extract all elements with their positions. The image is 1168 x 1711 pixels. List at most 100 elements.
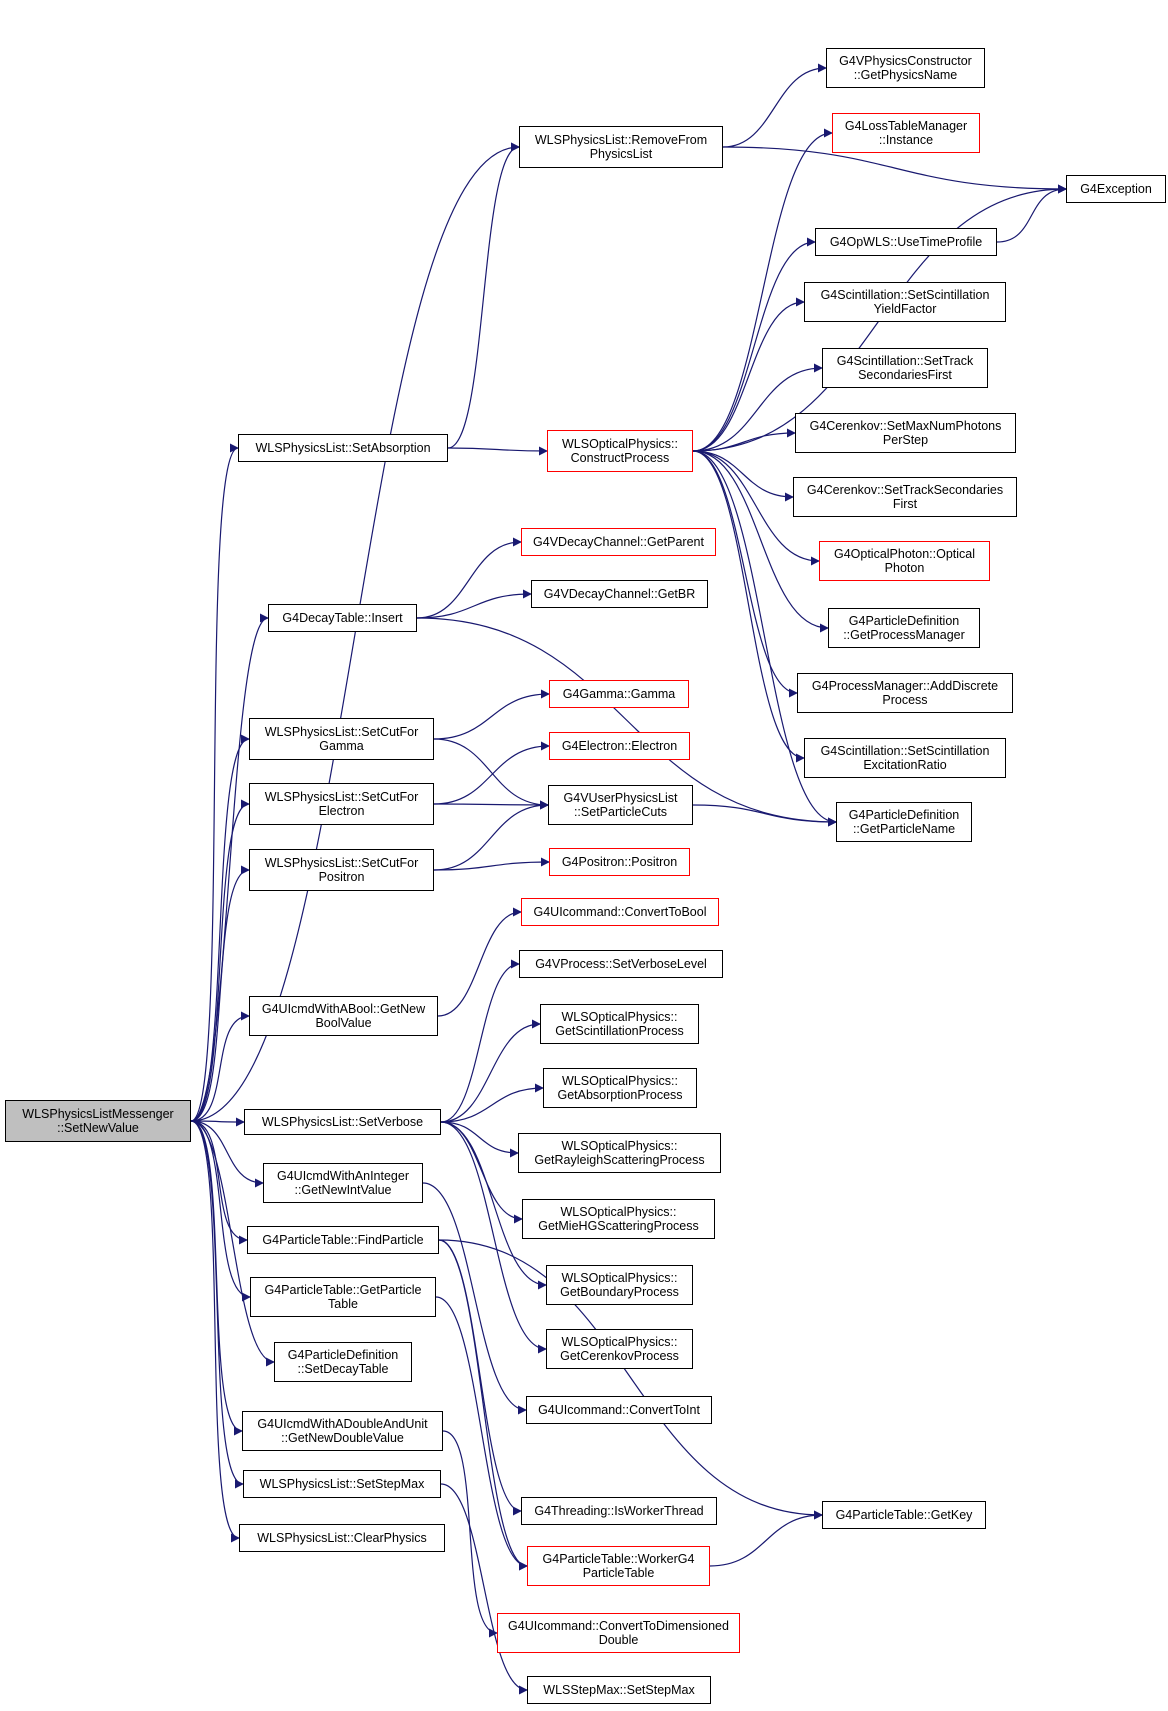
edge-root-to-get-new-int (190, 1120, 264, 1188)
node-get-boundary[interactable]: WLSOpticalPhysics:: GetBoundaryProcess (546, 1265, 693, 1305)
node-decay-insert[interactable]: G4DecayTable::Insert (268, 604, 417, 632)
node-g4-exception[interactable]: G4Exception (1066, 175, 1166, 203)
edge-root-to-decay-insert (190, 613, 269, 1122)
edge-decay-insert-to-get-br (416, 589, 532, 619)
node-scint-track-sec[interactable]: G4Scintillation::SetTrack SecondariesFir… (822, 348, 988, 388)
node-cerenkov-max[interactable]: G4Cerenkov::SetMaxNumPhotons PerStep (795, 413, 1016, 453)
edge-set-absorption-to-remove-from (447, 142, 520, 449)
node-root[interactable]: WLSPhysicsListMessenger ::SetNewValue (5, 1100, 191, 1142)
edge-construct-process-to-scint-yield (692, 297, 805, 452)
edge-cut-gamma-to-set-particle-cuts (433, 738, 549, 810)
edge-root-to-set-step-max (190, 1120, 244, 1489)
edge-get-new-double-to-convert-to-dim (442, 1430, 498, 1638)
node-get-particle-name[interactable]: G4ParticleDefinition ::GetParticleName (836, 802, 972, 842)
edge-root-to-get-new-bool (190, 1011, 250, 1122)
edge-root-to-get-particle-table (190, 1120, 251, 1302)
edge-construct-process-to-use-time-profile (692, 237, 816, 452)
edge-remove-from-to-get-physics-name (722, 63, 827, 148)
node-add-discrete[interactable]: G4ProcessManager::AddDiscrete Process (797, 673, 1013, 713)
node-loss-table-mgr[interactable]: G4LossTableManager ::Instance (832, 113, 980, 153)
edge-construct-process-to-scint-track-sec (692, 363, 823, 452)
node-use-time-profile[interactable]: G4OpWLS::UseTimeProfile (815, 228, 997, 256)
edge-set-verbose-to-get-scint-proc (440, 1019, 541, 1123)
edge-root-to-set-absorption (190, 443, 239, 1122)
edge-construct-process-to-get-process-mgr (692, 450, 829, 633)
edge-root-to-cut-electron (190, 799, 250, 1122)
node-construct-process[interactable]: WLSOpticalPhysics:: ConstructProcess (547, 430, 693, 472)
node-set-decay-table[interactable]: G4ParticleDefinition ::SetDecayTable (274, 1342, 412, 1382)
node-cut-gamma[interactable]: WLSPhysicsList::SetCutFor Gamma (249, 718, 434, 760)
edge-root-to-set-verbose (190, 1117, 245, 1127)
edge-cut-gamma-to-gamma-gamma (433, 689, 550, 740)
edge-cut-electron-to-set-particle-cuts (433, 800, 549, 810)
edge-root-to-cut-gamma (190, 734, 250, 1122)
node-get-key[interactable]: G4ParticleTable::GetKey (822, 1501, 986, 1529)
edge-root-to-set-decay-table (190, 1120, 275, 1367)
node-get-rayleigh[interactable]: WLSOpticalPhysics:: GetRayleighScatterin… (518, 1133, 721, 1173)
edge-cut-positron-to-positron-positron (433, 857, 550, 871)
node-set-verbose[interactable]: WLSPhysicsList::SetVerbose (244, 1109, 441, 1135)
node-cut-electron[interactable]: WLSPhysicsList::SetCutFor Electron (249, 783, 434, 825)
node-scint-yield[interactable]: G4Scintillation::SetScintillation YieldF… (804, 282, 1006, 322)
call-edges (190, 63, 1067, 1695)
node-get-scint-proc[interactable]: WLSOpticalPhysics:: GetScintillationProc… (540, 1004, 699, 1044)
edge-construct-process-to-loss-table-mgr (692, 128, 833, 452)
edge-root-to-remove-from (190, 142, 520, 1122)
edge-worker-g4-to-get-key (709, 1510, 823, 1567)
node-convert-to-bool[interactable]: G4UIcommand::ConvertToBool (521, 898, 719, 926)
edge-set-verbose-to-get-rayleigh (440, 1121, 519, 1158)
node-get-particle-table[interactable]: G4ParticleTable::GetParticle Table (250, 1277, 436, 1317)
node-get-br[interactable]: G4VDecayChannel::GetBR (531, 580, 708, 608)
edge-get-new-bool-to-convert-to-bool (437, 907, 522, 1017)
edge-construct-process-to-get-particle-name (692, 450, 837, 827)
node-get-process-mgr[interactable]: G4ParticleDefinition ::GetProcessManager (828, 608, 980, 648)
node-get-parent[interactable]: G4VDecayChannel::GetParent (521, 528, 716, 556)
edge-set-particle-cuts-to-get-particle-name (692, 804, 837, 827)
edge-root-to-clear-physics (190, 1120, 240, 1543)
node-get-mie[interactable]: WLSOpticalPhysics:: GetMieHGScatteringPr… (522, 1199, 715, 1239)
edge-set-verbose-to-set-verbose-level (440, 959, 520, 1123)
node-electron-electron[interactable]: G4Electron::Electron (549, 732, 690, 760)
node-positron-positron[interactable]: G4Positron::Positron (549, 848, 690, 876)
node-set-absorption[interactable]: WLSPhysicsList::SetAbsorption (238, 434, 448, 462)
node-get-absorp-proc[interactable]: WLSOpticalPhysics:: GetAbsorptionProcess (543, 1068, 697, 1108)
edge-decay-insert-to-get-parent (416, 537, 522, 619)
edge-root-to-cut-positron (190, 865, 250, 1122)
node-scint-excitation[interactable]: G4Scintillation::SetScintillation Excita… (804, 738, 1006, 778)
node-get-new-double[interactable]: G4UIcmdWithADoubleAndUnit ::GetNewDouble… (242, 1411, 443, 1451)
node-cut-positron[interactable]: WLSPhysicsList::SetCutFor Positron (249, 849, 434, 891)
node-step-max-set[interactable]: WLSStepMax::SetStepMax (527, 1676, 711, 1704)
node-get-new-int[interactable]: G4UIcmdWithAnInteger ::GetNewIntValue (263, 1163, 423, 1203)
node-convert-to-int[interactable]: G4UIcommand::ConvertToInt (526, 1396, 712, 1424)
node-convert-to-dim[interactable]: G4UIcommand::ConvertToDimensioned Double (497, 1613, 740, 1653)
edge-cut-electron-to-electron-electron (433, 741, 550, 805)
edge-get-particle-table-to-worker-g4 (435, 1296, 528, 1571)
edge-set-absorption-to-construct-process (447, 446, 548, 456)
edge-find-particle-to-get-key (438, 1239, 823, 1520)
edge-construct-process-to-optical-photon (692, 450, 820, 566)
node-get-new-bool[interactable]: G4UIcmdWithABool::GetNew BoolValue (249, 996, 438, 1036)
edge-set-verbose-to-get-boundary (440, 1121, 547, 1290)
edge-find-particle-to-worker-g4 (438, 1239, 528, 1571)
node-clear-physics[interactable]: WLSPhysicsList::ClearPhysics (239, 1524, 445, 1552)
edge-set-verbose-to-get-absorp-proc (440, 1083, 544, 1123)
node-find-particle[interactable]: G4ParticleTable::FindParticle (247, 1226, 439, 1254)
node-remove-from[interactable]: WLSPhysicsList::RemoveFrom PhysicsList (519, 126, 723, 168)
edge-root-to-find-particle (190, 1120, 248, 1245)
node-cerenkov-track[interactable]: G4Cerenkov::SetTrackSecondaries First (793, 477, 1017, 517)
node-worker-g4[interactable]: G4ParticleTable::WorkerG4 ParticleTable (527, 1546, 710, 1586)
node-optical-photon[interactable]: G4OpticalPhoton::Optical Photon (819, 541, 990, 581)
edge-construct-process-to-cerenkov-max (692, 428, 796, 452)
edge-set-step-max-to-step-max-set (440, 1483, 528, 1695)
edge-cut-positron-to-set-particle-cuts (433, 800, 549, 871)
node-get-physics-name[interactable]: G4VPhysicsConstructor ::GetPhysicsName (826, 48, 985, 88)
edge-set-verbose-to-get-cerenkov (440, 1121, 547, 1354)
node-set-step-max[interactable]: WLSPhysicsList::SetStepMax (243, 1470, 441, 1498)
node-get-cerenkov[interactable]: WLSOpticalPhysics:: GetCerenkovProcess (546, 1329, 693, 1369)
node-gamma-gamma[interactable]: G4Gamma::Gamma (549, 680, 689, 708)
node-is-worker-thread[interactable]: G4Threading::IsWorkerThread (521, 1497, 717, 1525)
node-set-particle-cuts[interactable]: G4VUserPhysicsList ::SetParticleCuts (548, 785, 693, 825)
edge-construct-process-to-scint-excitation (692, 450, 805, 763)
node-set-verbose-level[interactable]: G4VProcess::SetVerboseLevel (519, 950, 723, 978)
